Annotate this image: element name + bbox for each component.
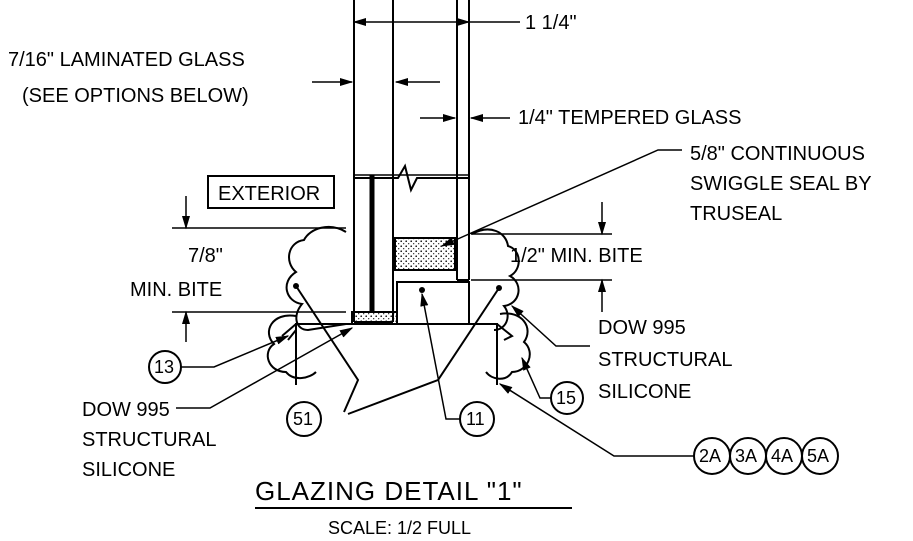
swiggle-seal	[394, 237, 456, 271]
tempered-glass-label: 1/4" TEMPERED GLASS	[518, 107, 741, 129]
left-silicone-cloud	[285, 225, 347, 332]
right-silicone-label-3: SILICONE	[598, 381, 691, 403]
leader-51-left	[295, 285, 360, 413]
laminated-glass-options: (SEE OPTIONS BELOW)	[22, 85, 249, 107]
left-silicone-label-3: SILICONE	[82, 459, 175, 481]
spacer-dot	[419, 287, 425, 293]
left-silicone-label-1: DOW 995	[82, 399, 170, 421]
swiggle-seal-label-2: SWIGGLE SEAL BY	[690, 173, 872, 195]
exterior-box	[207, 175, 335, 209]
left-bite-label-2: MIN. BITE	[130, 279, 222, 301]
tag-15: 15	[556, 388, 576, 408]
right-bite-label: 1/2" MIN. BITE	[510, 245, 643, 267]
swiggle-seal-label-3: TRUSEAL	[690, 203, 782, 225]
tag-5a-circle	[801, 437, 839, 475]
exterior-label: EXTERIOR	[218, 183, 320, 205]
laminated-glass	[353, 0, 394, 323]
left-silicone-cloud-lower	[266, 314, 317, 379]
spacer-block	[396, 281, 470, 325]
laminated-glass-label: 7/16" LAMINATED GLASS	[8, 49, 245, 71]
tag-51: 51	[293, 409, 313, 429]
setting-block	[351, 311, 398, 325]
break-line	[354, 163, 469, 193]
drawing-title: GLAZING DETAIL "1"	[255, 476, 523, 506]
right-silicone-label-2: STRUCTURAL	[598, 349, 732, 371]
tag-3a: 3A	[735, 446, 757, 466]
tag-5a: 5A	[807, 446, 829, 466]
tag-13: 13	[154, 357, 174, 377]
left-bite-label-1: 7/8"	[188, 245, 223, 267]
tag-11: 11	[466, 409, 485, 429]
left-silicone-label-2: STRUCTURAL	[82, 429, 216, 451]
swiggle-seal-label-1: 5/8" CONTINUOUS	[690, 143, 865, 165]
tag-4a: 4A	[771, 446, 793, 466]
right-silicone-label-1: DOW 995	[598, 317, 686, 339]
tag-51-circle	[286, 401, 322, 437]
tag-2a: 2A	[699, 446, 721, 466]
frame-profile	[281, 321, 514, 385]
drawing-scale: SCALE: 1/2 FULL	[328, 518, 471, 538]
right-silicone-cloud	[471, 228, 520, 331]
dimension-top: 1 1/4"	[525, 12, 577, 34]
